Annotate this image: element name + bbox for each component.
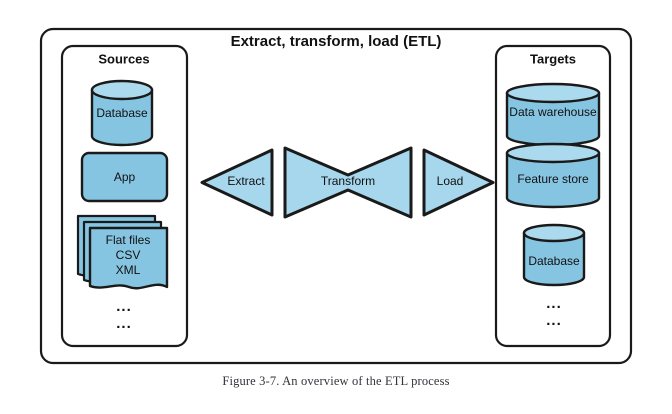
cylinder-top [90,79,154,101]
bowtie-shape [283,146,413,219]
triangle-left-shape [200,148,274,217]
source-node-label-line3: XML [116,263,141,277]
cylinder-body [90,88,154,147]
sources-ellipsis-2: ... [116,315,132,332]
targets-group-label: Targets [530,51,576,66]
target-node-data-warehouse: Data warehouse [505,82,601,147]
target-node-label: Database [528,254,580,268]
pipeline-step-label: Load [437,174,464,188]
cylinder-top [505,82,601,104]
document-sheet-front [88,226,169,290]
targets-ellipsis-2: ... [546,312,562,329]
cylinder-top [505,142,601,164]
rounded-rect-body [80,151,169,203]
sources-group-label: Sources [98,51,149,66]
figure-caption: Figure 3-7. An overview of the ETL proce… [222,374,450,388]
source-node-label: App [114,170,136,184]
pipeline-step-label: Transform [321,174,375,188]
pipeline-step-load: Load [422,148,495,217]
cylinder-body [522,231,586,287]
source-node-label: Database [96,106,148,120]
source-node-flat-files: Flat files CSV XML [76,214,169,290]
pipeline-step-label: Extract [227,174,265,188]
sources-group-box [60,44,189,348]
diagram-title: Extract, transform, load (ETL) [231,33,442,50]
source-node-label-line1: Flat files [106,233,151,247]
targets-ellipsis-1: ... [546,295,562,312]
cylinder-body [505,151,601,209]
target-node-label: Feature store [517,172,589,186]
cylinder-top [522,223,586,243]
outer-frame [39,27,633,365]
targets-group-box [494,44,612,348]
pipeline-step-transform: Transform [283,146,413,219]
target-node-feature-store: Feature store [505,142,601,209]
source-node-database: Database [90,79,154,147]
sources-ellipsis-1: ... [116,298,132,315]
source-node-label-line2: CSV [116,248,141,262]
pipeline-step-extract: Extract [200,148,274,217]
target-node-database: Database [522,223,586,287]
source-node-app: App [80,151,169,203]
target-node-label: Data warehouse [509,105,597,119]
triangle-right-shape [422,148,495,217]
